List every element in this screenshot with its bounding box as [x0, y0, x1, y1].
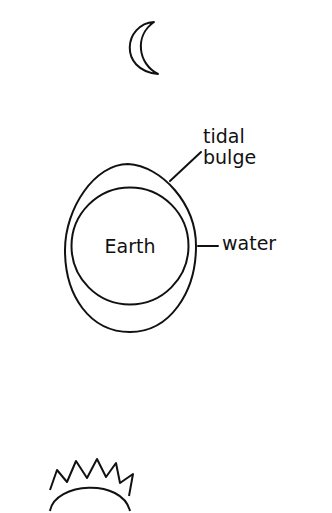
- node-label: Earth: [105, 235, 156, 257]
- sun-body: [50, 488, 130, 511]
- leader-line: [198, 245, 218, 247]
- callout-label: water: [222, 233, 276, 254]
- callout-label: tidal bulge: [203, 126, 275, 168]
- earth-circle: Earth: [70, 186, 190, 306]
- moon-crescent: [130, 22, 158, 74]
- water-outline: [65, 164, 196, 332]
- sun-rays: [50, 459, 133, 496]
- leader-line: [170, 152, 201, 181]
